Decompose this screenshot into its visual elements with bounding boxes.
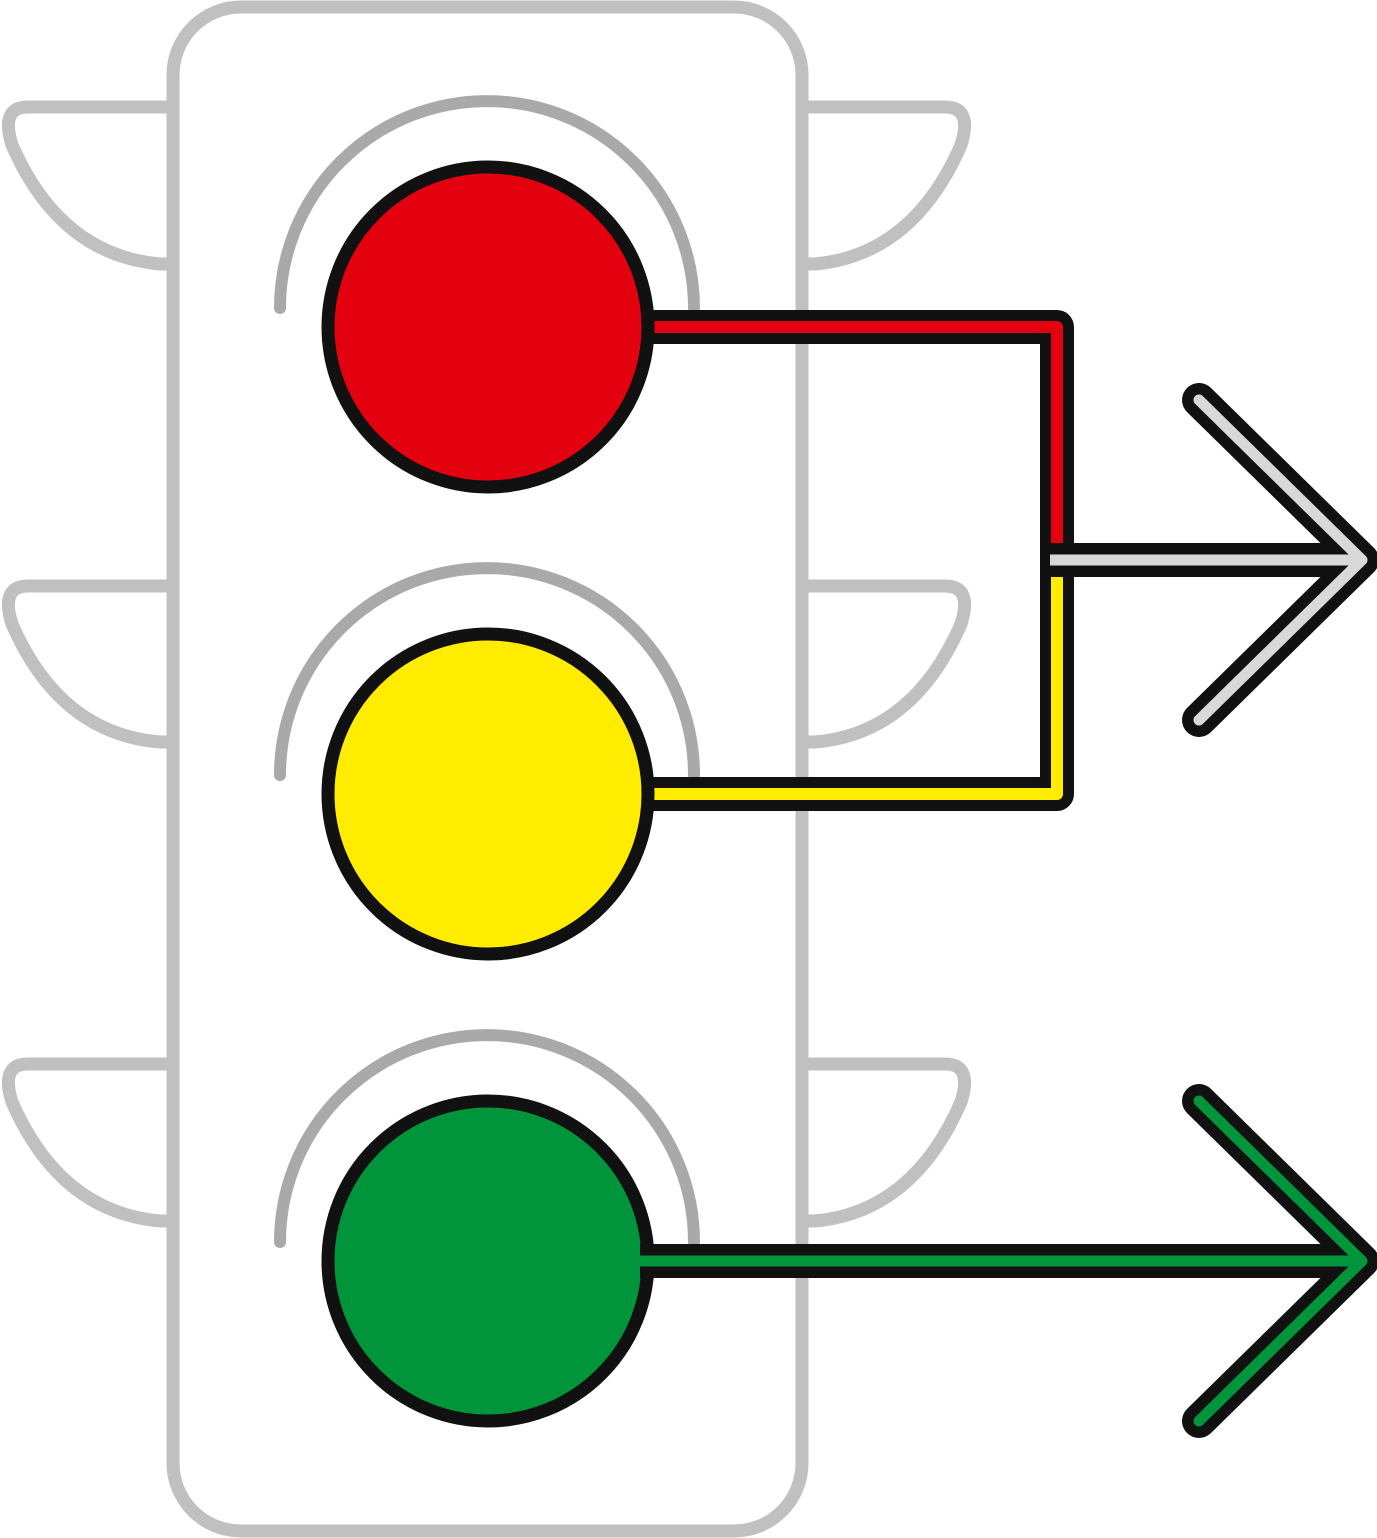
yellow-connector (640, 560, 1063, 800)
light-hoods (274, 95, 700, 1248)
housing-body (166, 0, 809, 1538)
left-visor-middle (2, 579, 173, 749)
red-connector-outline (640, 310, 1074, 560)
green-light (321, 1094, 655, 1428)
hood-arc (274, 562, 700, 781)
arrow-right-icon-combined-head (1193, 394, 1368, 726)
connectors (640, 310, 1074, 811)
right-visor-bottom (802, 1057, 971, 1228)
hood-arc (274, 1029, 700, 1248)
lights (321, 160, 655, 1428)
arrow-right-icon-green-head (1193, 1095, 1368, 1427)
arrows (640, 383, 1377, 1438)
left-visor-bottom (2, 1057, 173, 1228)
traffic-light-housing (2, 0, 971, 1538)
left-visor-top (2, 100, 173, 271)
right-visor-middle (802, 579, 971, 749)
yellow-connector-outline (640, 560, 1074, 811)
yellow-light (321, 627, 655, 961)
red-connector (640, 321, 1063, 560)
red-light (321, 160, 655, 494)
right-visor-top (802, 100, 971, 271)
hood-arc (274, 95, 700, 314)
